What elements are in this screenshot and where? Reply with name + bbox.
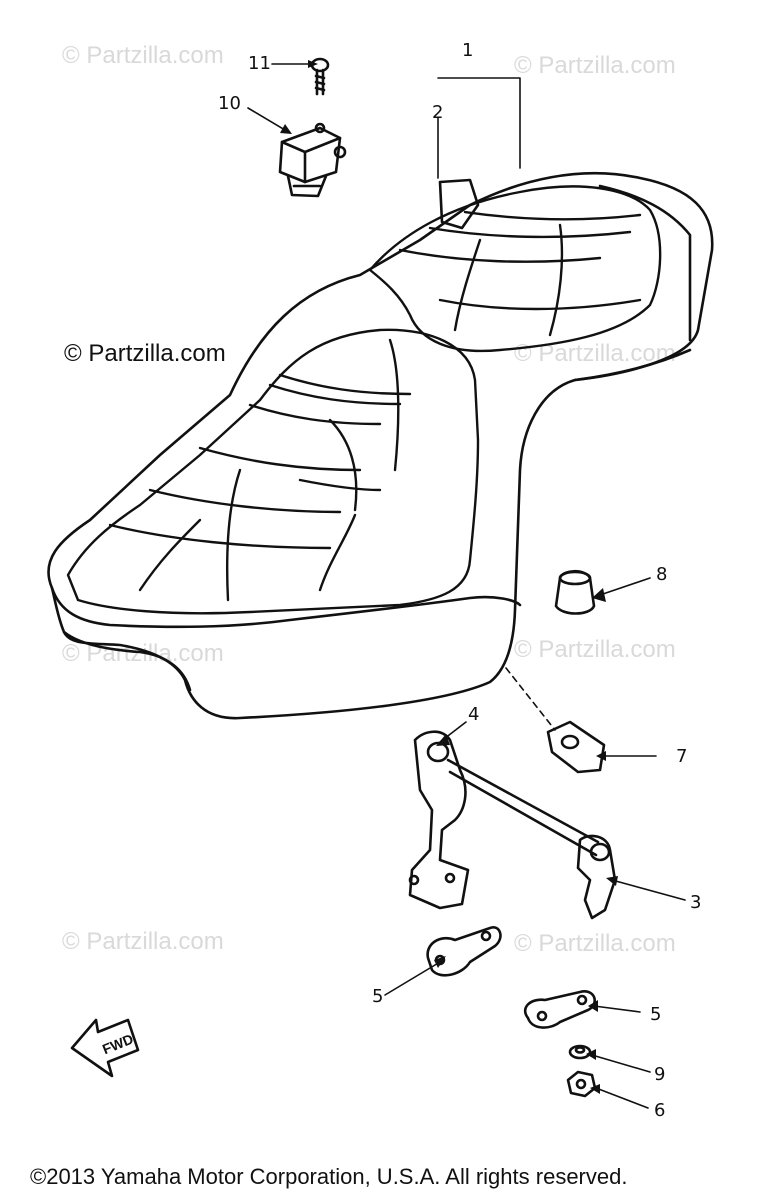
seat-body-outline [47, 171, 714, 720]
part-4-hinge-assembly [408, 730, 617, 920]
watermark-top-right: © Partzilla.com [514, 52, 676, 79]
part-8-damper [554, 569, 596, 615]
part-7-clip [546, 720, 606, 774]
callout-7: 7 [676, 746, 688, 767]
part-2-tab [438, 178, 480, 230]
passenger-outline [368, 185, 662, 353]
watermark-bottom-left: © Partzilla.com [62, 928, 224, 955]
callout-9: 9 [654, 1064, 666, 1085]
callout-3: 3 [690, 892, 702, 913]
callout-1: 1 [462, 40, 474, 61]
part-5-plate-right [523, 990, 596, 1029]
seat-rear-side [573, 348, 692, 382]
callout-11: 11 [248, 53, 271, 74]
watermark-mid-right-2: © Partzilla.com [514, 636, 676, 663]
callout-5-left: 5 [372, 986, 384, 1007]
seat-rear-edge [598, 184, 692, 342]
callout-4: 4 [468, 704, 480, 725]
watermark-bottom-right: © Partzilla.com [514, 930, 676, 957]
callout-2: 2 [432, 102, 444, 123]
part-6-nut [566, 1070, 597, 1098]
part-5-plate-left [426, 926, 502, 977]
copyright-footer: ©2013 Yamaha Motor Corporation, U.S.A. A… [30, 1164, 628, 1189]
fwd-arrow-icon [70, 1018, 140, 1078]
callout-6: 6 [654, 1100, 666, 1121]
part-9-washer [568, 1044, 592, 1060]
seat-front-lip [50, 586, 522, 629]
watermark-main: © Partzilla.com [64, 340, 226, 367]
watermark-top-left: © Partzilla.com [62, 42, 224, 69]
part-10-latch [278, 122, 347, 198]
callout-10: 10 [218, 93, 241, 114]
callout-8: 8 [656, 564, 668, 585]
callout-5-right: 5 [650, 1004, 662, 1025]
seat-underside-curve [62, 630, 192, 692]
rider-outline [66, 328, 480, 615]
